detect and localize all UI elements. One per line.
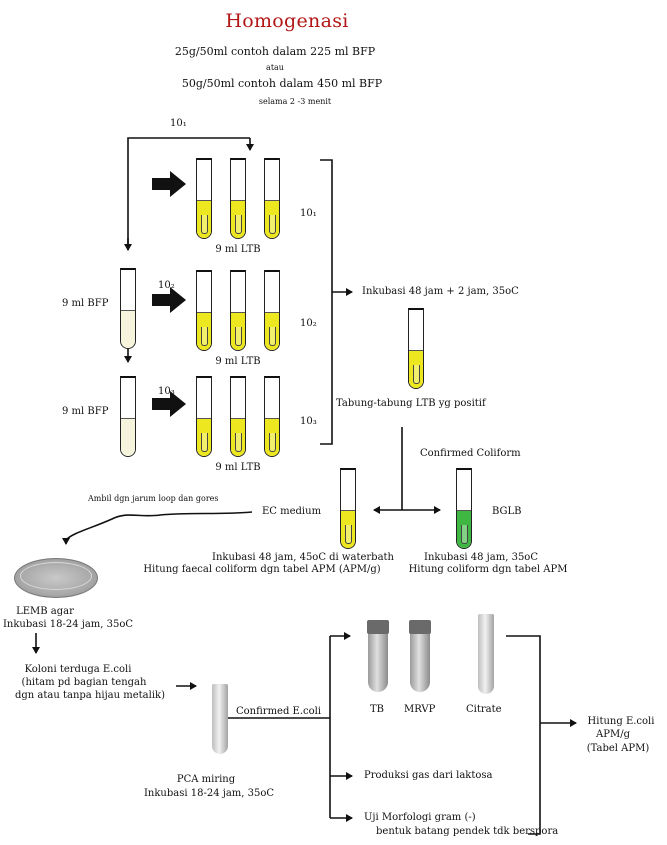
- dilution-label-2: 10₂: [158, 280, 175, 291]
- ltb-label-1: 9 ml LTB: [215, 244, 261, 255]
- result-line2: APM/g: [596, 729, 630, 740]
- ltb-label-2: 9 ml LTB: [215, 356, 261, 367]
- pca-slant-tube-image: [212, 684, 228, 754]
- result-bracket: [506, 635, 541, 835]
- positive-tubes-label: Tabung-tabung LTB yg positif: [336, 398, 486, 409]
- pca-incubation: Inkubasi 18-24 jam, 35oC: [143, 788, 275, 799]
- ltb-tube: [230, 270, 246, 351]
- ltb-tube: [264, 158, 280, 239]
- ltb-tube: [230, 158, 246, 239]
- bold-arrow-set2: [152, 287, 186, 313]
- result-line3: (Tabel APM): [586, 743, 650, 754]
- lemb-label: LEMB agar: [16, 606, 74, 617]
- citrate-label: Citrate: [466, 704, 502, 715]
- colony-line2: (hitam pd bagian tengah: [21, 677, 147, 688]
- bfp-tube: [120, 268, 136, 349]
- ltb-label-3: 9 ml LTB: [215, 462, 261, 473]
- bold-arrow-set1: [152, 171, 186, 197]
- confirmed-ecoli-label: Confirmed E.coli: [236, 706, 322, 717]
- header-line3: 50g/50ml contoh dalam 450 ml BFP: [181, 77, 383, 90]
- bfp-tube: [120, 376, 136, 457]
- mrvp-label: MRVP: [404, 704, 436, 715]
- result-line1: Hitung E.coli: [587, 716, 655, 727]
- dilution-label-3: 10₃: [158, 386, 175, 397]
- dilution-label-2-right: 10₂: [300, 318, 317, 329]
- dilution-label-1: 10₁: [170, 118, 187, 129]
- bglb-tube: [456, 468, 472, 549]
- ec-incubation: Inkubasi 48 jam, 45oC di waterbath: [212, 552, 394, 563]
- pca-label: PCA miring: [176, 774, 236, 785]
- bfp-label-2: 9 ml BFP: [62, 406, 109, 417]
- citrate-tube-image: [478, 614, 494, 694]
- colony-line1: Koloni terduga E.coli: [24, 664, 132, 675]
- header-line4: selama 2 -3 menit: [258, 97, 332, 106]
- bfp-label-1: 9 ml BFP: [62, 298, 109, 309]
- header-line2: atau: [266, 63, 284, 72]
- tb-tube-image: [367, 620, 389, 692]
- mrvp-tube-image: [409, 620, 431, 692]
- ltb-tube: [196, 270, 212, 351]
- bglb-count: Hitung coliform dgn tabel APM: [408, 564, 568, 575]
- morphology-line1: Uji Morfologi gram (-): [364, 812, 476, 823]
- page-title: Homogenasi: [225, 10, 349, 32]
- gas-production-label: Produksi gas dari laktosa: [364, 770, 493, 781]
- ltb-tube: [196, 376, 212, 457]
- bglb-label: BGLB: [492, 506, 522, 517]
- ec-medium-label: EC medium: [262, 506, 322, 517]
- petri-dish-image: [14, 558, 98, 598]
- ltb-tube: [264, 376, 280, 457]
- presumptive-incubation: Inkubasi 48 jam + 2 jam, 35oC: [362, 286, 519, 297]
- header-line1: 25g/50ml contoh dalam 225 ml BFP: [174, 45, 376, 58]
- streak-wiggle: [65, 511, 253, 541]
- dilution-label-1-right: 10₁: [300, 208, 317, 219]
- ltb-tube: [196, 158, 212, 239]
- bglb-incubation: Inkubasi 48 jam, 35oC: [424, 552, 538, 563]
- ltb-tube: [230, 376, 246, 457]
- ltb-tube: [264, 270, 280, 351]
- positive-ltb-tube: [408, 308, 424, 389]
- bold-arrow-set3: [152, 391, 186, 417]
- dilution-label-3-right: 10₃: [300, 416, 317, 427]
- lemb-incubation: Inkubasi 18-24 jam, 35oC: [2, 619, 134, 630]
- dilution-bracket-line: [127, 137, 250, 250]
- tb-label: TB: [370, 704, 385, 715]
- ec-count: Hitung faecal coliform dgn tabel APM (AP…: [143, 564, 381, 575]
- streak-label: Ambil dgn jarum loop dan gores: [88, 494, 219, 503]
- colony-line3: dgn atau tanpa hijau metalik): [14, 690, 166, 701]
- ec-tube: [340, 468, 356, 549]
- morphology-line2: bentuk batang pendek tdk berspora: [376, 826, 559, 837]
- confirmed-coliform-label: Confirmed Coliform: [420, 448, 521, 459]
- ltb-group-bracket: [320, 159, 333, 445]
